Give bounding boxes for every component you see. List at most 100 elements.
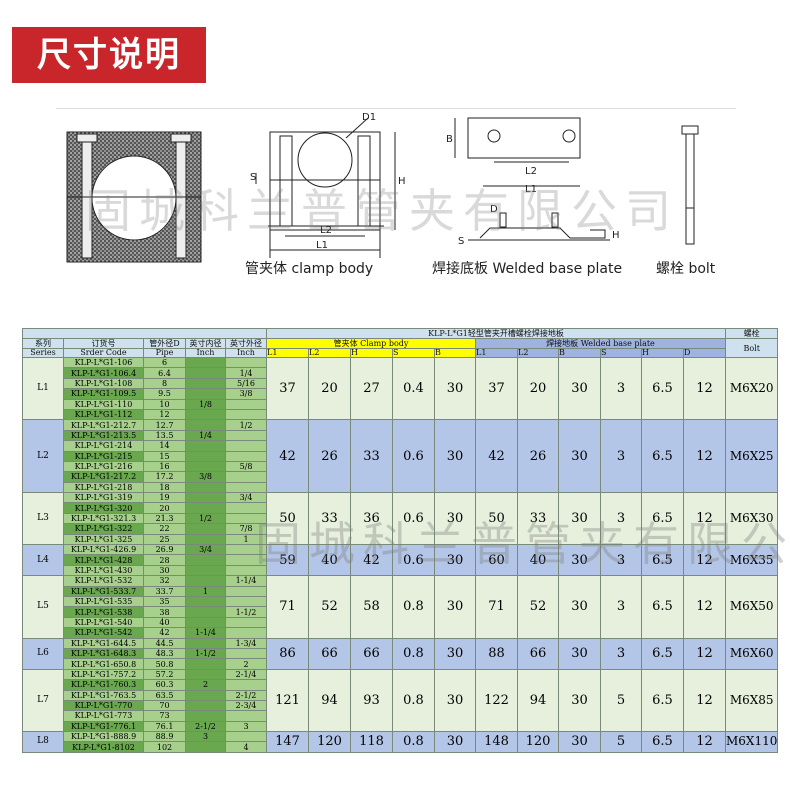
pipe-od: 8 xyxy=(143,377,186,390)
dim-value: 6.5 xyxy=(641,419,684,494)
order-code: KLP-L*G1-773 xyxy=(63,710,144,722)
dim-value: 66 xyxy=(308,637,351,670)
series-cell: L8 xyxy=(22,731,64,753)
inch-outer xyxy=(225,647,267,660)
order-code: KLP-L*G1-535 xyxy=(63,595,144,608)
dim-value: 94 xyxy=(517,668,559,733)
inch-inner xyxy=(185,658,226,670)
dim-value: 93 xyxy=(350,668,393,733)
dim-value: 30 xyxy=(434,731,476,753)
pipe-od: 60.3 xyxy=(143,679,186,691)
dim-value: 42 xyxy=(475,419,518,494)
dim-value: 5 xyxy=(600,668,642,733)
inch-inner xyxy=(185,408,226,421)
dim-value: 0.8 xyxy=(392,575,435,639)
inch-outer xyxy=(225,408,267,421)
inch-outer xyxy=(225,731,267,743)
series-cell: L7 xyxy=(22,668,64,733)
bolt-header: 螺栓 xyxy=(724,328,779,339)
order-code: KLP-L*G1-216 xyxy=(63,460,144,473)
order-code: KLP-L*G1-644.5 xyxy=(63,637,144,649)
dim-value: 6.5 xyxy=(641,668,684,733)
dim-value: 30 xyxy=(434,668,476,733)
pipe-od: 102 xyxy=(143,741,186,753)
inch-outer: 3/4 xyxy=(225,492,267,504)
dim-value: 5 xyxy=(600,731,642,753)
dim-value: 33 xyxy=(308,492,351,546)
dim-value: 50 xyxy=(266,492,309,546)
dim-value: 30 xyxy=(434,575,476,639)
dim-value: 66 xyxy=(517,637,559,670)
pipe-od: 16 xyxy=(143,460,186,473)
order-code: KLP-L*G1-770 xyxy=(63,699,144,712)
order-code: KLP-L*G1-321.3 xyxy=(63,512,144,525)
inch-inner: 1-1/2 xyxy=(185,647,226,660)
dim-value: 86 xyxy=(266,637,309,670)
inch-outer: 1/4 xyxy=(225,367,267,379)
inch-outer: 2 xyxy=(225,658,267,670)
sub-clamp-l2: L2 xyxy=(308,348,351,358)
pipe-od: 25 xyxy=(143,533,186,546)
bolt-size: M6X60 xyxy=(724,637,779,670)
bolt-size: M6X25 xyxy=(724,419,779,494)
inch-inner xyxy=(185,699,226,712)
pipe-od: 15 xyxy=(143,450,186,462)
dim-value: 33 xyxy=(517,492,559,546)
pipe-od: 17.2 xyxy=(143,471,186,483)
watermark-top: 固城科兰普管夹有限公司 xyxy=(85,184,679,238)
label-plate-s: S xyxy=(458,236,464,247)
inch-outer xyxy=(225,585,267,598)
order-code: KLP-L*G1-109.5 xyxy=(63,388,144,400)
order-code: KLP-L*G1-110 xyxy=(63,398,144,410)
inch-outer xyxy=(225,616,267,629)
dim-value: 12 xyxy=(683,731,726,753)
inch-outer xyxy=(225,398,267,410)
inch-inner xyxy=(185,616,226,629)
dim-value: 6.5 xyxy=(641,356,684,421)
inch-inner xyxy=(185,595,226,608)
bolt-size: M6X50 xyxy=(724,575,779,639)
col-series-en: Series xyxy=(22,348,64,358)
pipe-od: 42 xyxy=(143,627,186,639)
clamp-body-header: 管夹体 Clamp body xyxy=(266,338,476,349)
dim-value: 30 xyxy=(558,668,601,733)
dim-value: 30 xyxy=(558,544,601,577)
dim-value: 30 xyxy=(434,492,476,546)
dim-value: 12 xyxy=(683,356,726,421)
order-code: KLP-L*G1-322 xyxy=(63,523,144,535)
dim-value: 0.6 xyxy=(392,419,435,494)
dim-value: 6.5 xyxy=(641,637,684,670)
dim-value: 30 xyxy=(558,575,601,639)
inch-inner xyxy=(185,637,226,649)
dim-value: 30 xyxy=(558,419,601,494)
dim-value: 58 xyxy=(350,575,393,639)
order-code: KLP-L*G1-108 xyxy=(63,377,144,390)
label-h: H xyxy=(398,176,406,187)
watermark-bottom: 固城科兰普管夹有限公司 xyxy=(255,517,790,571)
order-code: KLP-L*G1-212.7 xyxy=(63,419,144,431)
dim-value: 147 xyxy=(266,731,309,753)
dim-value: 12 xyxy=(683,637,726,670)
dim-value: 6.5 xyxy=(641,544,684,577)
series-cell: L5 xyxy=(22,575,64,639)
col-inch-out: 英寸外径 xyxy=(225,338,267,349)
dim-value: 0.8 xyxy=(392,637,435,670)
dim-value: 26 xyxy=(517,419,559,494)
col-series: 系列 xyxy=(22,338,64,349)
dim-value: 3 xyxy=(600,575,642,639)
dim-value: 0.8 xyxy=(392,731,435,753)
pipe-od: 38 xyxy=(143,606,186,618)
dim-value: 27 xyxy=(350,356,393,421)
order-code: KLP-L*G1-213.5 xyxy=(63,429,144,442)
banner-title: 尺寸说明 xyxy=(37,35,181,75)
pipe-od: 48.3 xyxy=(143,647,186,660)
order-code: KLP-L*G1-215 xyxy=(63,450,144,462)
order-code: KLP-L*G1-757.2 xyxy=(63,668,144,681)
dim-value: 6.5 xyxy=(641,575,684,639)
order-code: KLP-L*G1-763.5 xyxy=(63,689,144,701)
